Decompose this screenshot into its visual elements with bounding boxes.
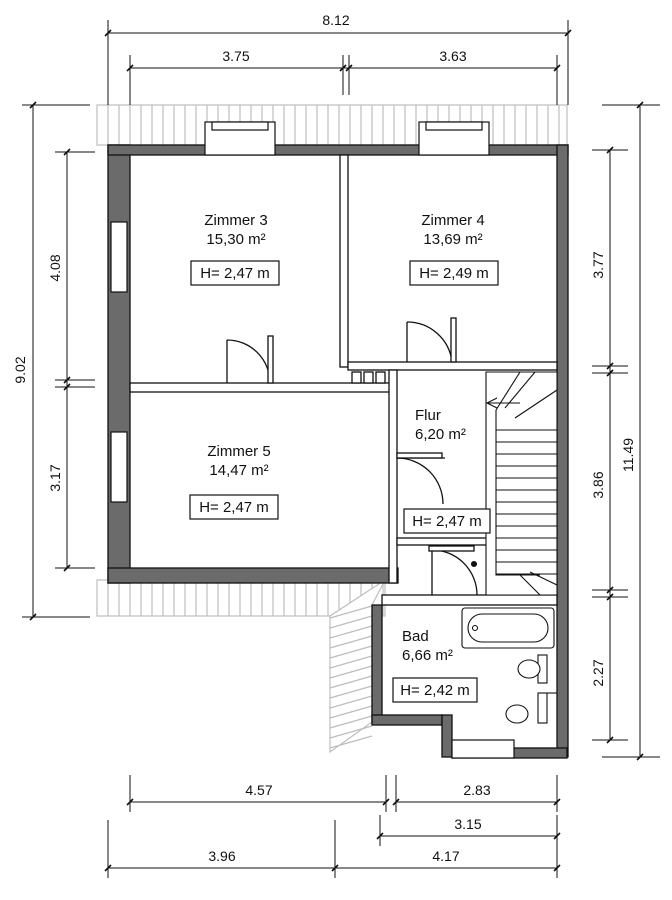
room-zimmer4-name: Zimmer 4 [421,212,484,229]
sink [505,704,529,724]
windows [110,121,515,759]
dim-bottom-row1-left: 4.57 [245,782,272,798]
bathroom-fixtures [461,607,557,724]
room-zimmer5-area: 14,47 m² [209,462,268,479]
room-bad-area: 6,66 m² [402,647,453,664]
dim-right-total: 11.49 [620,438,636,472]
room-labels: Zimmer 3 15,30 m² H= 2,47 m Zimmer 4 13,… [189,212,499,703]
dimension-lines [22,20,660,878]
room-zimmer5-height: H= 2,47 m [199,499,269,516]
room-bad-height: H= 2,42 m [400,682,470,699]
toilet [517,659,541,679]
dimension-arrows [29,29,644,872]
room-bad-name: Bad [402,628,429,645]
room-zimmer5-name: Zimmer 5 [207,443,270,460]
dim-top-left: 3.75 [222,48,249,64]
sink-stand [537,692,548,724]
dim-bottom-row2: 3.15 [454,816,481,832]
room-flur-name: Flur [415,407,441,424]
dim-left-lower: 3.17 [47,464,63,491]
doors [226,317,478,596]
dim-right-upper: 3.77 [590,251,606,278]
dim-top-right: 3.63 [439,48,466,64]
room-zimmer3-name: Zimmer 3 [204,212,267,229]
staircase [470,371,558,596]
room-flur-area: 6,20 m² [415,426,466,443]
roof-eaves [96,104,568,754]
room-flur-height: H= 2,47 m [412,513,482,530]
dim-right-middle: 3.86 [590,471,606,498]
interior-walls [129,154,558,606]
dim-bottom-row1-right: 2.83 [463,782,490,798]
dim-left-upper: 4.08 [47,254,63,281]
dim-right-lower: 2.27 [590,659,606,686]
room-zimmer4-height: H= 2,49 m [419,265,489,282]
room-zimmer4-area: 13,69 m² [423,231,482,248]
dim-top-total: 8.12 [322,12,349,28]
dim-bottom-row3-right: 4.17 [432,848,459,864]
dimension-labels: 8.12 3.75 3.63 9.02 4.08 3.17 11.49 3.77… [12,12,636,864]
room-zimmer3-height: H= 2,47 m [200,265,270,282]
room-zimmer3-area: 15,30 m² [206,231,265,248]
dim-bottom-row3-left: 3.96 [208,848,235,864]
dim-left-total: 9.02 [12,356,28,383]
